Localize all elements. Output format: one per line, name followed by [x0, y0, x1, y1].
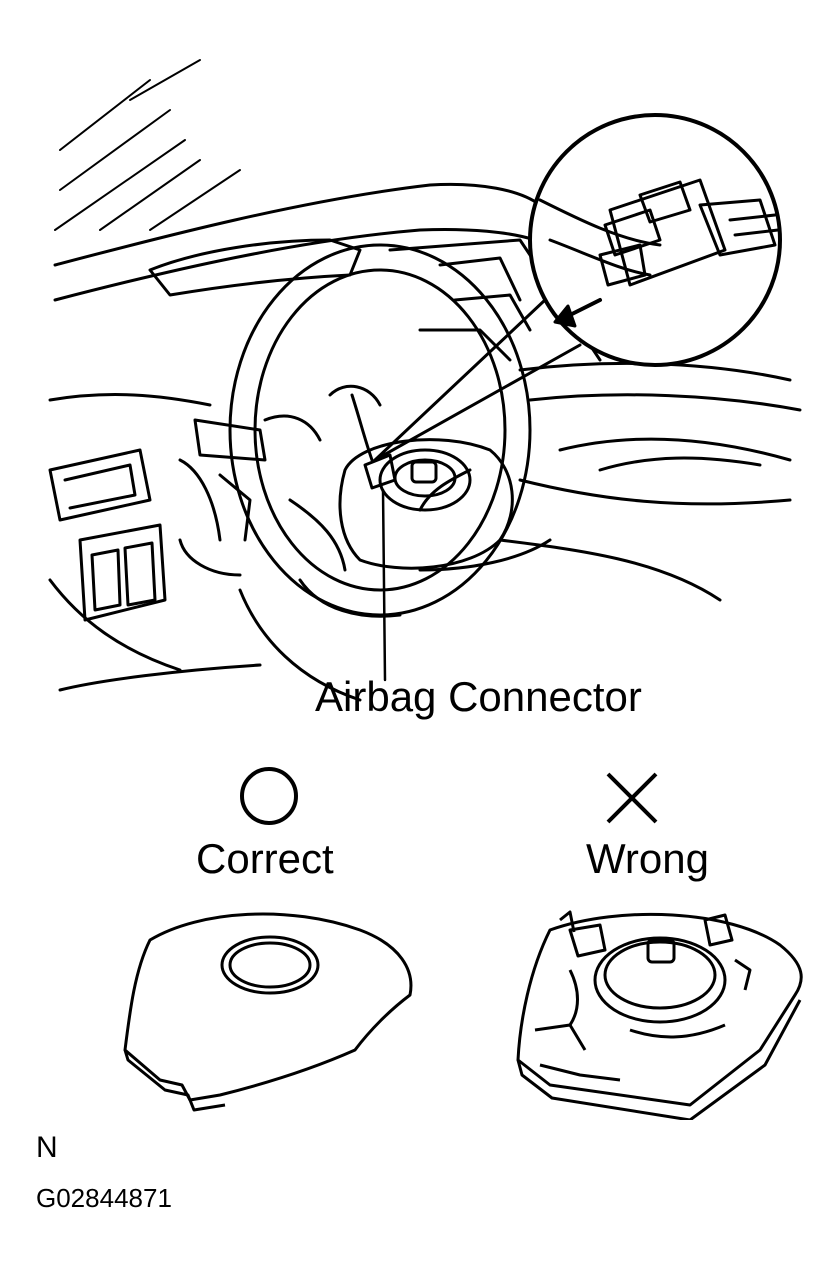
airbag-pad-face-up — [123, 912, 413, 1112]
steering-wheel-rim — [228, 243, 532, 617]
airbag-module — [338, 438, 514, 570]
airbag-pad-face-down — [516, 910, 803, 1120]
dashboard-top — [53, 182, 542, 267]
orientation-letter: N — [36, 1131, 58, 1164]
circle-icon — [240, 767, 298, 825]
connector-detail — [538, 178, 780, 328]
correct-label: Correct — [196, 835, 334, 882]
steering-wheel-illustration — [48, 59, 802, 702]
magnifier-circle — [528, 113, 782, 367]
cross-icon — [606, 772, 658, 824]
callout-wedge — [373, 298, 582, 462]
windshield-lines — [54, 59, 241, 231]
airbag-connector-label: Airbag Connector — [315, 673, 642, 720]
connector-leader-line — [381, 488, 387, 682]
figure-code: G02844871 — [36, 1183, 172, 1213]
wrong-label: Wrong — [586, 835, 709, 882]
